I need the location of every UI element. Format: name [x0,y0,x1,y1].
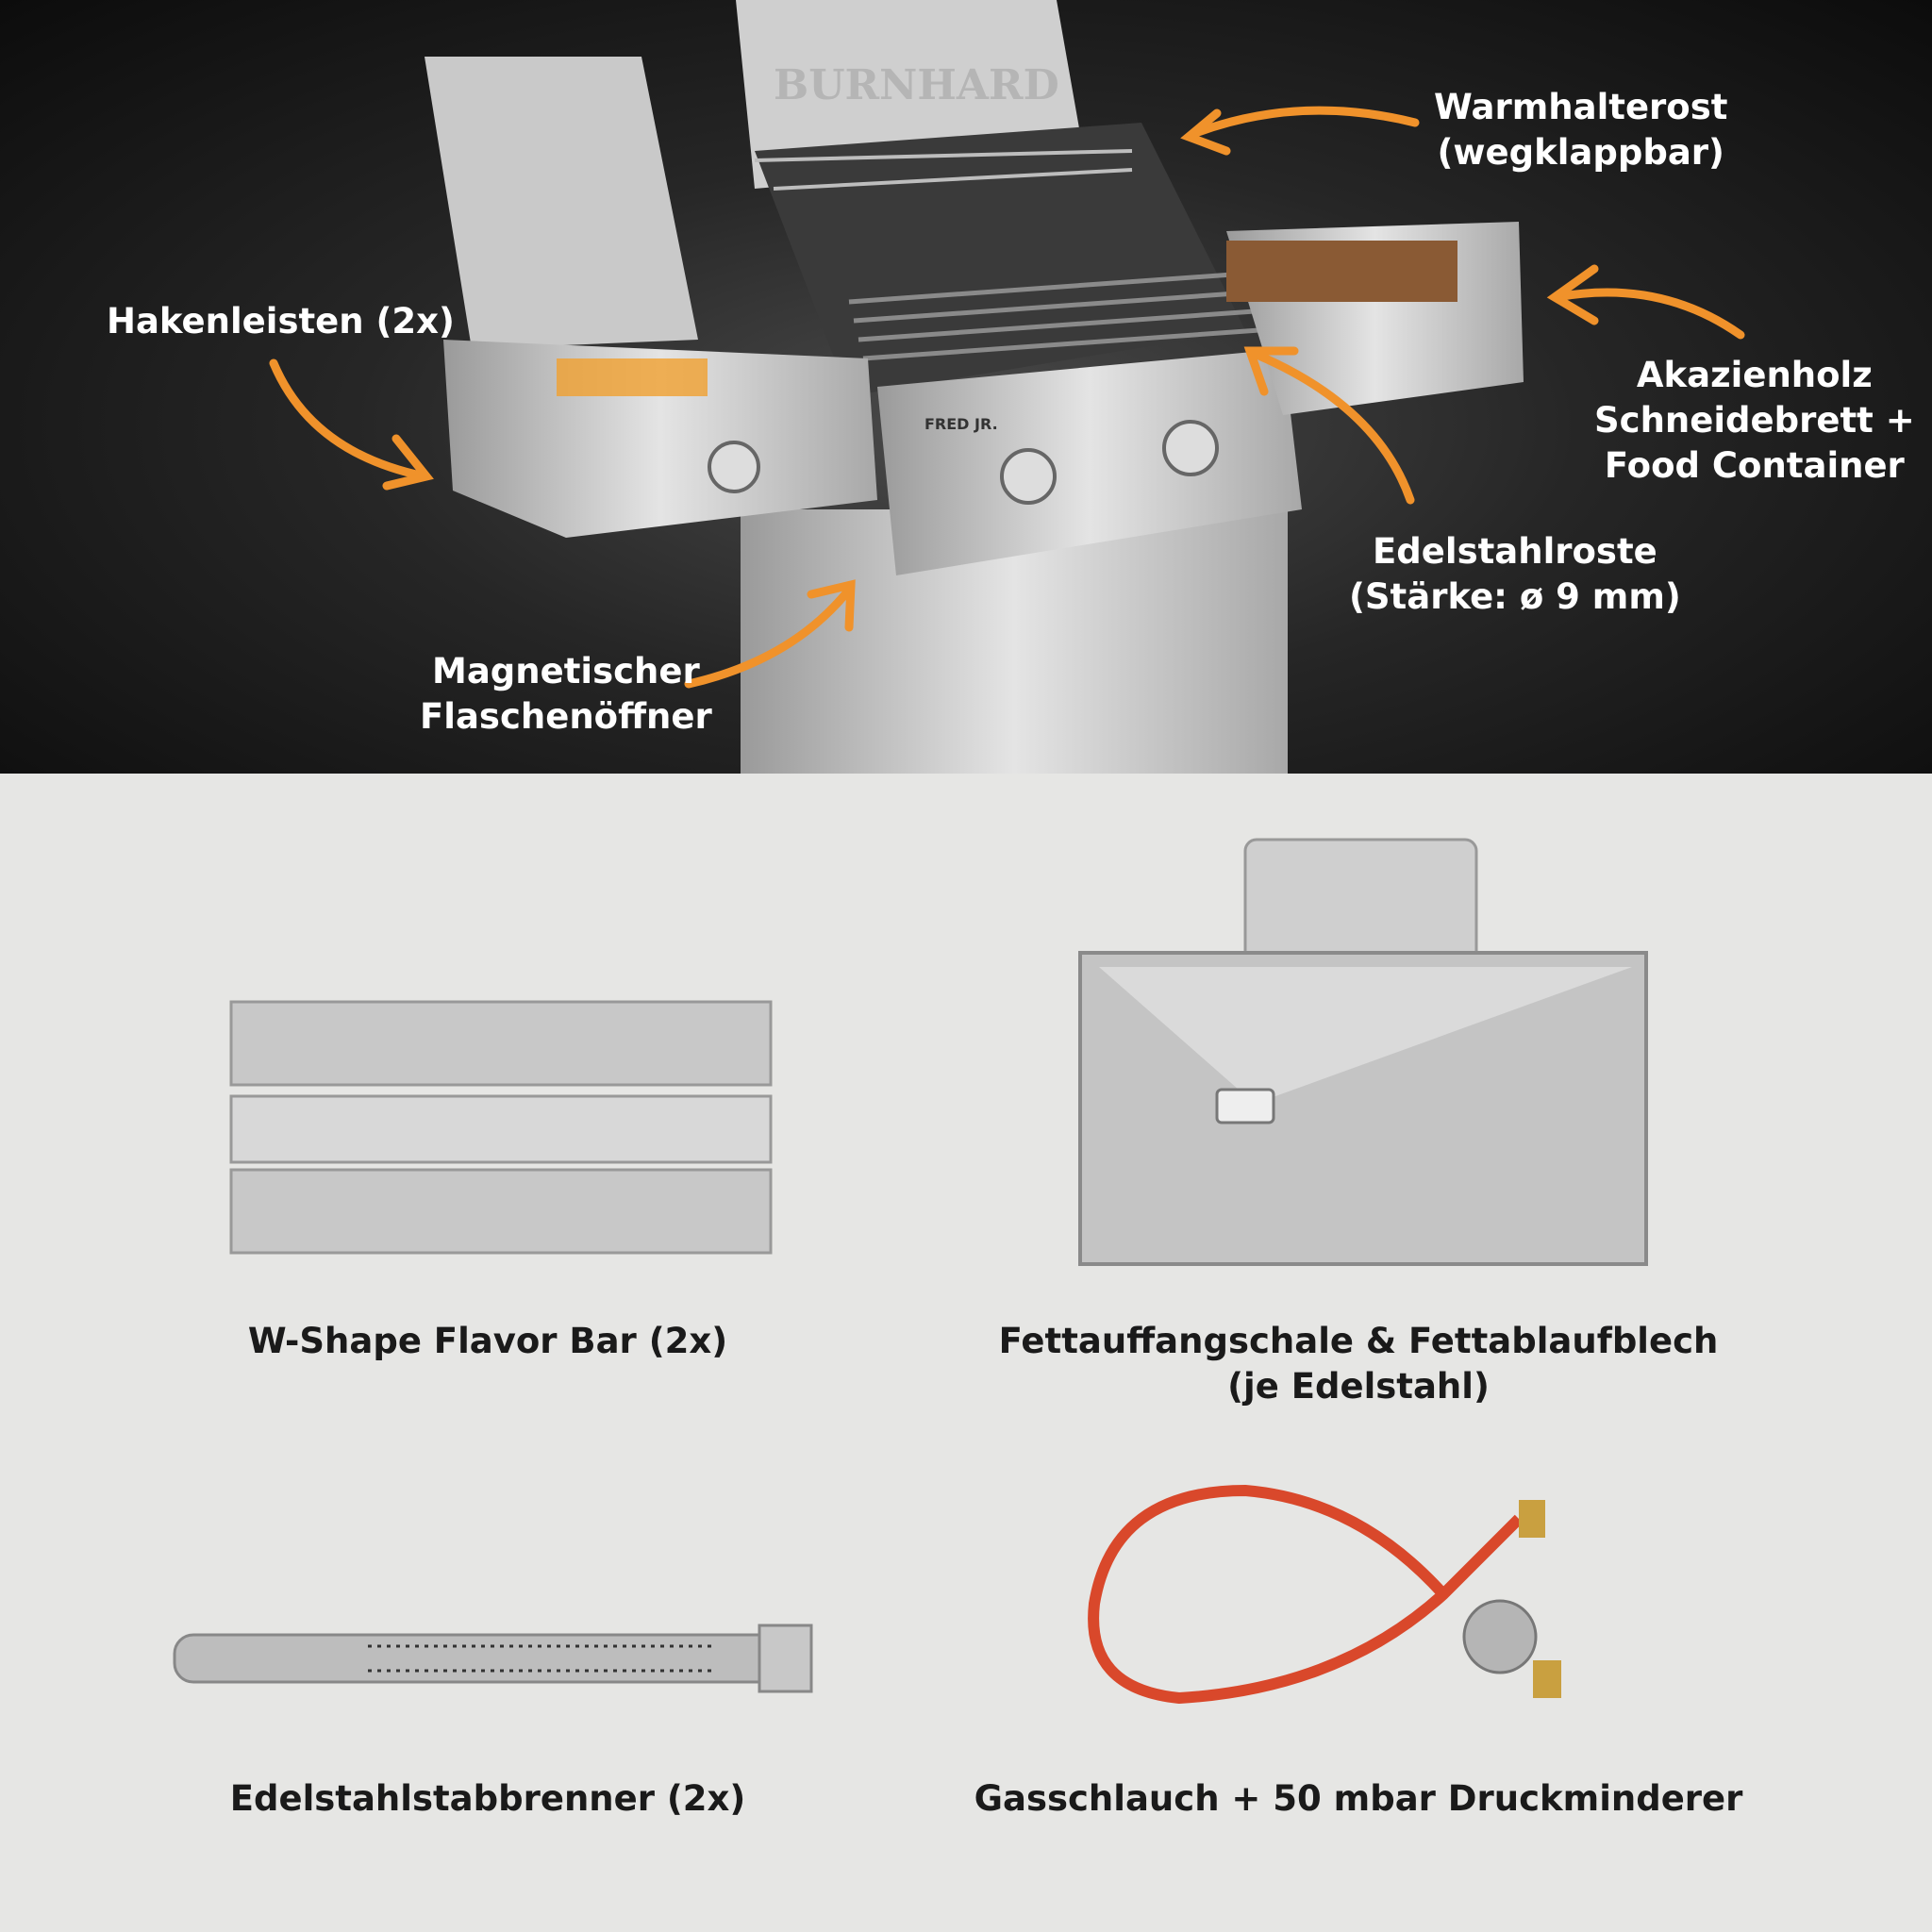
grill-grates [848,271,1260,361]
control-panel [877,349,1302,575]
label-flavor-bar: W-Shape Flavor Bar (2x) [247,1321,728,1361]
label-line: (je Edelstahl) [1227,1366,1490,1407]
grill-illustration: BURNHARD FRED JR. [269,0,1745,774]
arrow-hook-bars [269,358,429,481]
model-badge: FRED JR. [924,415,998,433]
callout-line: Akazienholz [1636,355,1873,395]
arrow-warming-rack [1193,106,1420,137]
accessories-section: W-Shape Flavor Bar (2x) Fettauffangschal… [0,774,1932,1932]
flavor-bar-image [229,1000,773,1255]
side-burner-lid [425,57,698,349]
accessory-illustrations [173,838,1648,1705]
callout-hook-bars: Hakenleisten (2x) [107,301,455,341]
side-burner-flame [557,358,708,396]
control-knob [1000,448,1057,505]
control-knob [1162,420,1219,476]
callout-warming-rack: Warmhalterost (wegklappbar) [1434,85,1727,175]
cutting-board [1226,241,1457,302]
callout-line: Food Container [1604,445,1905,486]
side-burner [443,340,877,538]
arrow-cutting-board [1552,288,1745,340]
callout-line: Schneidebrett + [1594,400,1915,441]
callout-bottle-opener: Magnetischer Flaschenöffner [420,649,712,740]
callout-line: Magnetischer [432,651,700,691]
callout-line: Edelstahlroste [1373,531,1657,572]
arrow-bottle-opener [684,585,854,689]
label-line: Fettauffangschale & Fettablaufblech [998,1321,1719,1361]
label-grease-tray: Fettauffangschale & Fettablaufblech (je … [999,1319,1719,1409]
grease-tray-image [1078,838,1648,1266]
callout-line: Flaschenöffner [420,696,712,737]
grill-hero-section: BURNHARD FRED JR. Warmhalterost (wegklap… [0,0,1932,774]
label-gas-hose: Gasschlauch + 50 mbar Druckminderer [974,1778,1743,1819]
side-knob [708,441,760,493]
callout-grates: Edelstahlroste (Stärke: ø 9 mm) [1349,529,1681,620]
brand-mark: BURNHARD [774,61,1059,109]
callout-line: (Stärke: ø 9 mm) [1349,576,1681,617]
gas-hose-image [1088,1484,1561,1705]
arrow-grates [1250,349,1415,505]
callout-cutting-board: Akazienholz Schneidebrett + Food Contain… [1594,353,1915,489]
callout-line: Warmhalterost [1434,87,1728,127]
label-burner: Edelstahlstabbrenner (2x) [229,1778,746,1819]
burner-image [173,1624,813,1693]
callout-line: (wegklappbar) [1437,132,1724,173]
callout-arrows [269,106,1745,689]
warming-rack [754,149,1133,191]
grill-firebox [755,123,1245,396]
